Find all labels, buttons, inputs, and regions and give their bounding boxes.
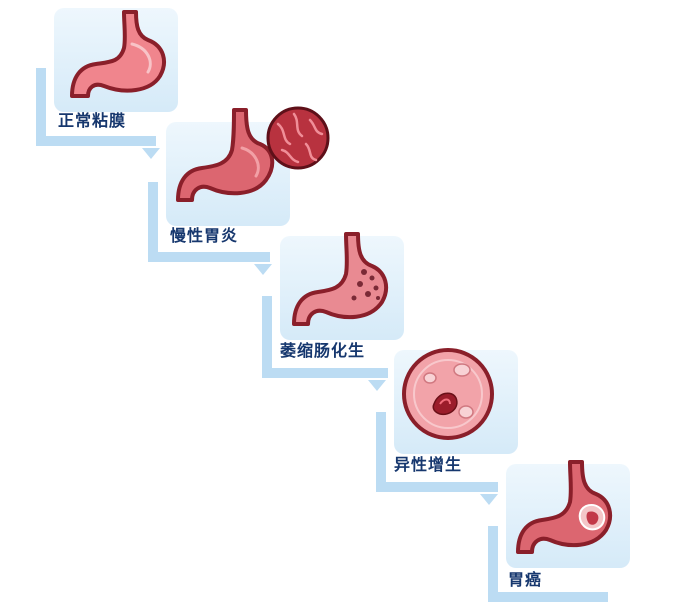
arrow-icon: [142, 148, 160, 159]
arrow-icon: [368, 380, 386, 391]
cancer-stomach-icon: [516, 460, 613, 554]
stage-frame: [148, 252, 270, 262]
stage-frame: [262, 296, 272, 378]
stage-label-gastric-cancer: 胃癌: [508, 570, 543, 589]
arrow-icon: [480, 494, 498, 505]
stage-frame: [148, 182, 158, 262]
arrow-icon: [254, 264, 272, 275]
stage-label-dysplasia: 异性增生: [394, 455, 463, 474]
stage-label-atrophic-metaplasia: 萎缩肠化生: [280, 341, 366, 360]
stage-label-chronic-gastritis: 慢性胃炎: [170, 226, 239, 245]
stage-frame: [262, 368, 388, 378]
stage-label-normal-mucosa: 正常粘膜: [58, 111, 127, 130]
normal-stomach-icon: [70, 10, 166, 98]
inflamed-stomach-icon: [176, 106, 330, 202]
atrophic-stomach-icon: [292, 232, 389, 326]
stage-frame: [36, 136, 156, 146]
dysplasia-mucosa-icon: [402, 348, 494, 440]
stage-frame: [376, 412, 386, 492]
stage-frame: [376, 482, 498, 492]
stage-frame: [488, 526, 498, 600]
stage-frame: [488, 592, 608, 602]
stage-frame: [36, 68, 46, 146]
